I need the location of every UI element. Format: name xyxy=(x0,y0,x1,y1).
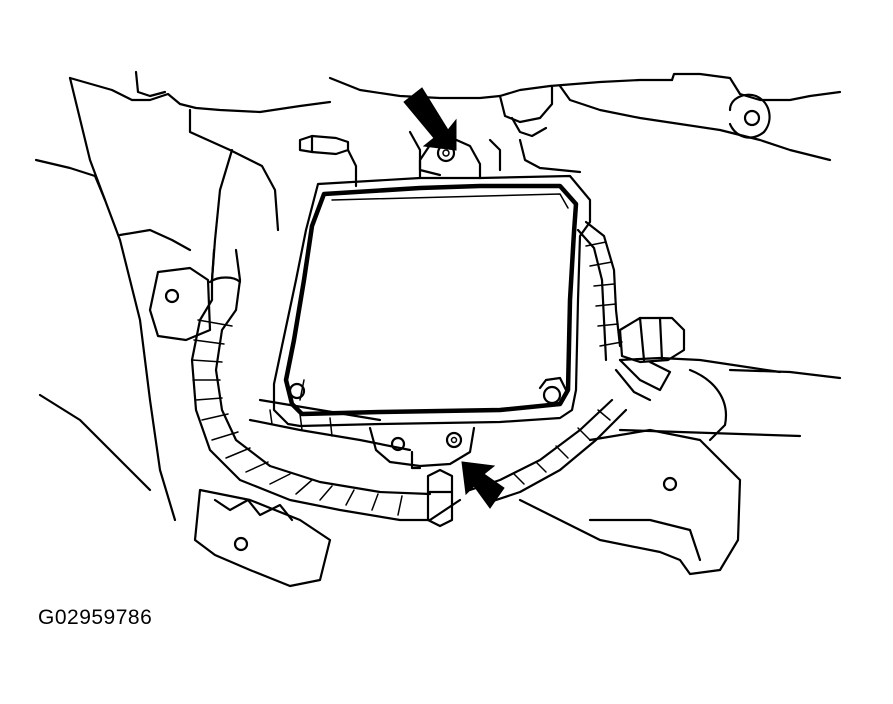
airbag-sensor-module xyxy=(272,136,592,528)
bolt-arrows xyxy=(403,87,505,509)
top-bolt-arrow-icon xyxy=(403,87,457,151)
wire-harness xyxy=(190,220,686,522)
figure-id-label: G02959786 xyxy=(38,606,153,629)
bottom-bolt-arrow-icon xyxy=(461,461,505,509)
vehicle-body-structure xyxy=(34,70,842,588)
